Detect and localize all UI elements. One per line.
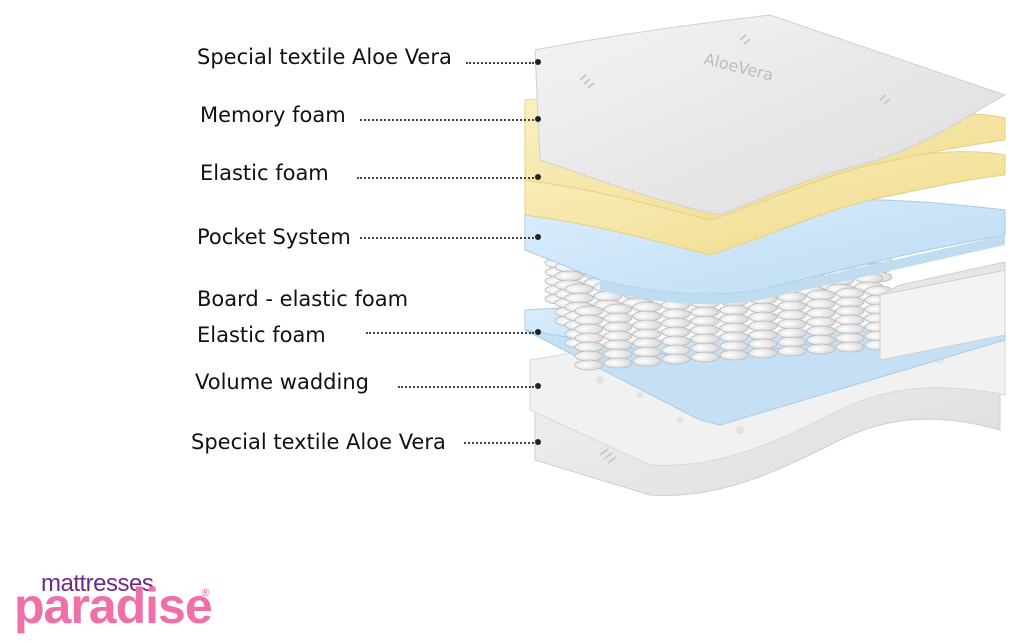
leader-dot [535, 329, 541, 335]
spring-coil [574, 305, 604, 371]
label-memory-foam: Memory foam [200, 103, 346, 127]
logo-paradise-text: paradise [14, 578, 213, 634]
label-pocket-system: Pocket System [197, 225, 351, 249]
leader-line [357, 177, 534, 179]
spring-coil [603, 303, 633, 369]
leader-dot [535, 174, 541, 180]
spring-coil [632, 301, 662, 367]
logo-registered-mark: ® [200, 586, 211, 599]
leader-line [464, 442, 534, 444]
leader-dot [535, 59, 541, 65]
spring-coil [835, 287, 865, 353]
leader-dot [535, 234, 541, 240]
label-elastic-foam-lower: Elastic foam [197, 323, 326, 347]
leader-line [360, 237, 534, 239]
leader-line [398, 386, 534, 388]
label-special-textile-top: Special textile Aloe Vera [197, 45, 452, 69]
leader-dot [535, 116, 541, 122]
spring-coil [777, 291, 807, 357]
spring-coil [806, 289, 836, 355]
spring-coil [690, 297, 720, 363]
label-elastic-foam-upper: Elastic foam [200, 161, 329, 185]
label-special-textile-bottom: Special textile Aloe Vera [191, 430, 446, 454]
leader-line [360, 119, 534, 121]
logo-mattresses-text: mattresses [41, 570, 154, 597]
leader-line [366, 332, 534, 334]
board-elastic-foam [879, 261, 1006, 361]
leader-line [466, 62, 534, 64]
leader-dot [535, 383, 541, 389]
leader-dot [535, 439, 541, 445]
label-board-elastic-foam: Board - elastic foam [197, 287, 409, 311]
spring-coil [748, 293, 778, 359]
label-volume-wadding: Volume wadding [195, 370, 369, 394]
top-textile-layer: AloeVera [534, 14, 1007, 216]
spring-coil [719, 295, 749, 361]
